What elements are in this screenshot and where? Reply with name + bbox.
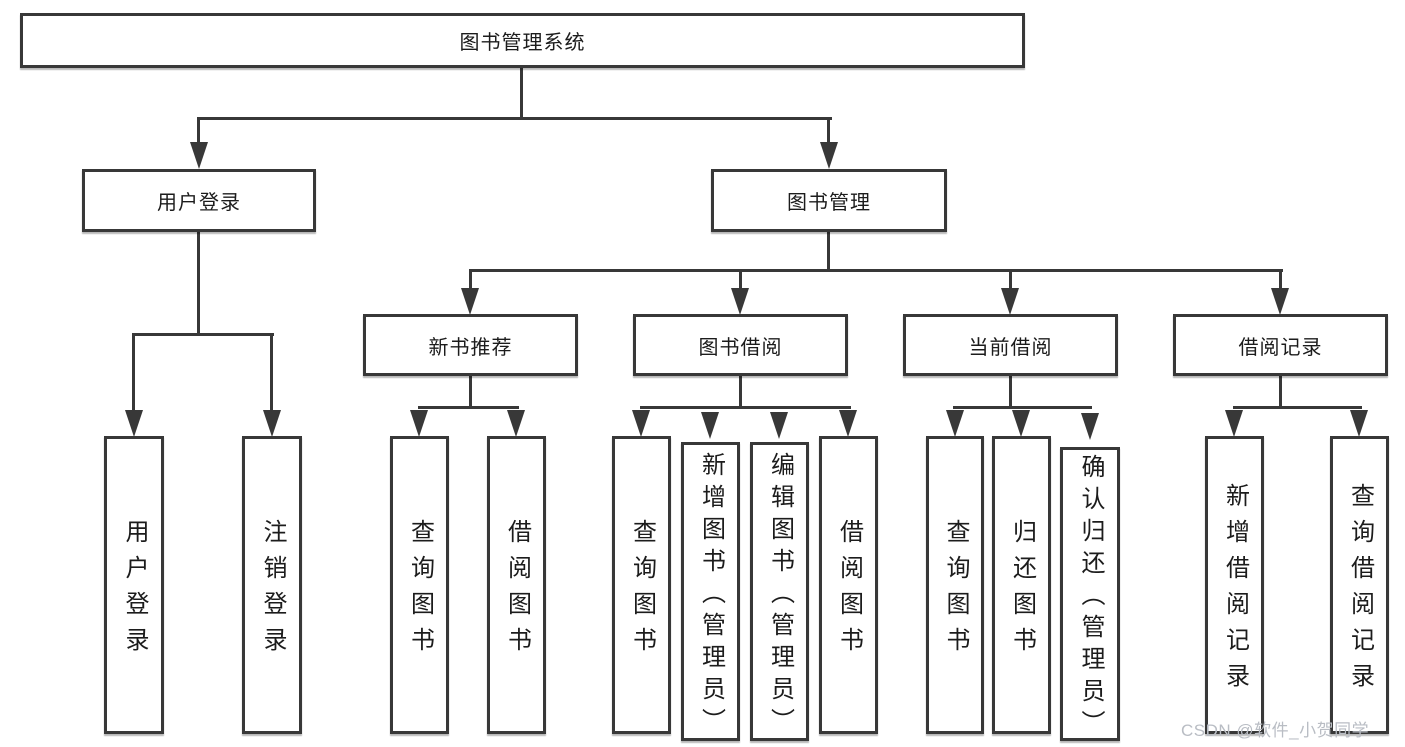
leaf-logout: 注销登录 xyxy=(242,436,302,734)
leaf-user-login: 用户登录 xyxy=(104,436,164,734)
node-root-label: 图书管理系统 xyxy=(459,32,586,54)
leaf-borrow-edit-admin: 编辑图书（管理员） xyxy=(750,442,809,741)
arrowhead-borrow-records xyxy=(1271,288,1289,315)
leaf-newbook-borrow-label: 借阅图书 xyxy=(503,519,531,663)
connector-bookmgmt-split xyxy=(469,269,1283,272)
connector-bookborrow-down xyxy=(739,376,742,409)
leaf-current-return-label: 归还图书 xyxy=(1008,519,1036,663)
leaf-borrow-borrow-label: 借阅图书 xyxy=(835,519,863,663)
leaf-record-add: 新增借阅记录 xyxy=(1205,436,1264,734)
node-root: 图书管理系统 xyxy=(20,13,1025,68)
connector-newbooks-down xyxy=(469,376,472,409)
leaf-logout-label: 注销登录 xyxy=(259,519,286,663)
leaf-borrow-add-admin: 新增图书（管理员） xyxy=(681,442,740,741)
connector-borrowrecords-down xyxy=(1279,376,1282,409)
connector-borrowrecords-split xyxy=(1233,406,1362,409)
arrowhead-book-borrow xyxy=(731,288,749,315)
node-new-book-recommend: 新书推荐 xyxy=(363,314,578,376)
arrowhead-leaf-logout xyxy=(263,410,281,437)
arrowhead-borrow-add xyxy=(701,412,719,439)
connector-bookmgmt-down xyxy=(827,232,830,272)
arrowhead-new-book-recommend xyxy=(461,288,479,315)
leaf-newbook-query: 查询图书 xyxy=(390,436,449,734)
leaf-current-confirm-admin: 确认归还（管理员） xyxy=(1060,447,1120,742)
connector-currentborrow-down xyxy=(1009,376,1012,409)
leaf-borrow-add-admin-label: 新增图书（管理员） xyxy=(697,451,725,740)
node-new-book-recommend-label: 新书推荐 xyxy=(428,336,513,359)
leaf-record-add-label: 新增借阅记录 xyxy=(1221,483,1249,699)
leaf-user-login-label: 用户登录 xyxy=(121,519,148,663)
arrowhead-borrow-query xyxy=(632,410,650,437)
connector-leaf-userlogin-stem xyxy=(132,333,135,412)
arrowhead-record-add xyxy=(1225,410,1243,437)
csdn-watermark: CSDN @软件_小贺同学 xyxy=(1181,721,1370,740)
arrowhead-current-borrow xyxy=(1001,288,1019,315)
leaf-borrow-query-label: 查询图书 xyxy=(628,519,656,663)
connector-userlogin-split xyxy=(132,333,274,336)
connector-newbooks-split xyxy=(418,406,519,409)
connector-root-split xyxy=(197,117,832,120)
arrowhead-book-management xyxy=(820,142,838,169)
arrowhead-current-query xyxy=(946,410,964,437)
arrowhead-newbook-borrow xyxy=(507,410,525,437)
leaf-record-query: 查询借阅记录 xyxy=(1330,436,1389,734)
arrowhead-leaf-user-login xyxy=(125,410,143,437)
arrowhead-borrow-borrow xyxy=(839,410,857,437)
arrowhead-record-query xyxy=(1350,410,1368,437)
connector-borrowrecords-stem xyxy=(1279,269,1282,292)
leaf-current-query: 查询图书 xyxy=(926,436,984,734)
leaf-current-confirm-admin-label: 确认归还（管理员） xyxy=(1077,454,1104,742)
node-user-login: 用户登录 xyxy=(82,169,316,232)
connector-userlogin-down xyxy=(197,232,200,336)
node-book-borrow-label: 图书借阅 xyxy=(698,336,783,359)
node-book-management: 图书管理 xyxy=(711,169,947,232)
arrowhead-current-confirm xyxy=(1081,413,1099,440)
node-book-borrow: 图书借阅 xyxy=(633,314,848,376)
node-borrow-records-label: 借阅记录 xyxy=(1238,336,1323,359)
connector-userlogin-stem xyxy=(197,117,200,145)
node-current-borrow: 当前借阅 xyxy=(903,314,1118,376)
connector-bookborrow-stem xyxy=(739,269,742,292)
leaf-newbook-query-label: 查询图书 xyxy=(406,519,434,663)
node-borrow-records: 借阅记录 xyxy=(1173,314,1388,376)
arrowhead-borrow-edit xyxy=(770,412,788,439)
connector-newbooks-stem xyxy=(469,269,472,292)
leaf-current-query-label: 查询图书 xyxy=(942,519,969,663)
connector-bookborrow-split xyxy=(640,406,851,409)
arrowhead-current-return xyxy=(1012,410,1030,437)
leaf-borrow-query: 查询图书 xyxy=(612,436,671,734)
connector-currentborrow-stem xyxy=(1009,269,1012,292)
node-user-login-label: 用户登录 xyxy=(157,192,241,214)
leaf-record-query-label: 查询借阅记录 xyxy=(1346,483,1374,699)
connector-bookmgmt-stem xyxy=(827,117,830,145)
arrowhead-user-login xyxy=(190,142,208,169)
arrowhead-newbook-query xyxy=(410,410,428,437)
leaf-borrow-edit-admin-label: 编辑图书（管理员） xyxy=(766,451,794,740)
leaf-borrow-borrow: 借阅图书 xyxy=(819,436,878,734)
connector-leaf-logout-stem xyxy=(270,333,273,412)
connector-currentborrow-split xyxy=(953,406,1092,409)
connector-root-stem xyxy=(520,68,523,119)
node-current-borrow-label: 当前借阅 xyxy=(968,336,1053,359)
leaf-newbook-borrow: 借阅图书 xyxy=(487,436,546,734)
node-book-management-label: 图书管理 xyxy=(787,192,871,214)
leaf-current-return: 归还图书 xyxy=(992,436,1051,734)
